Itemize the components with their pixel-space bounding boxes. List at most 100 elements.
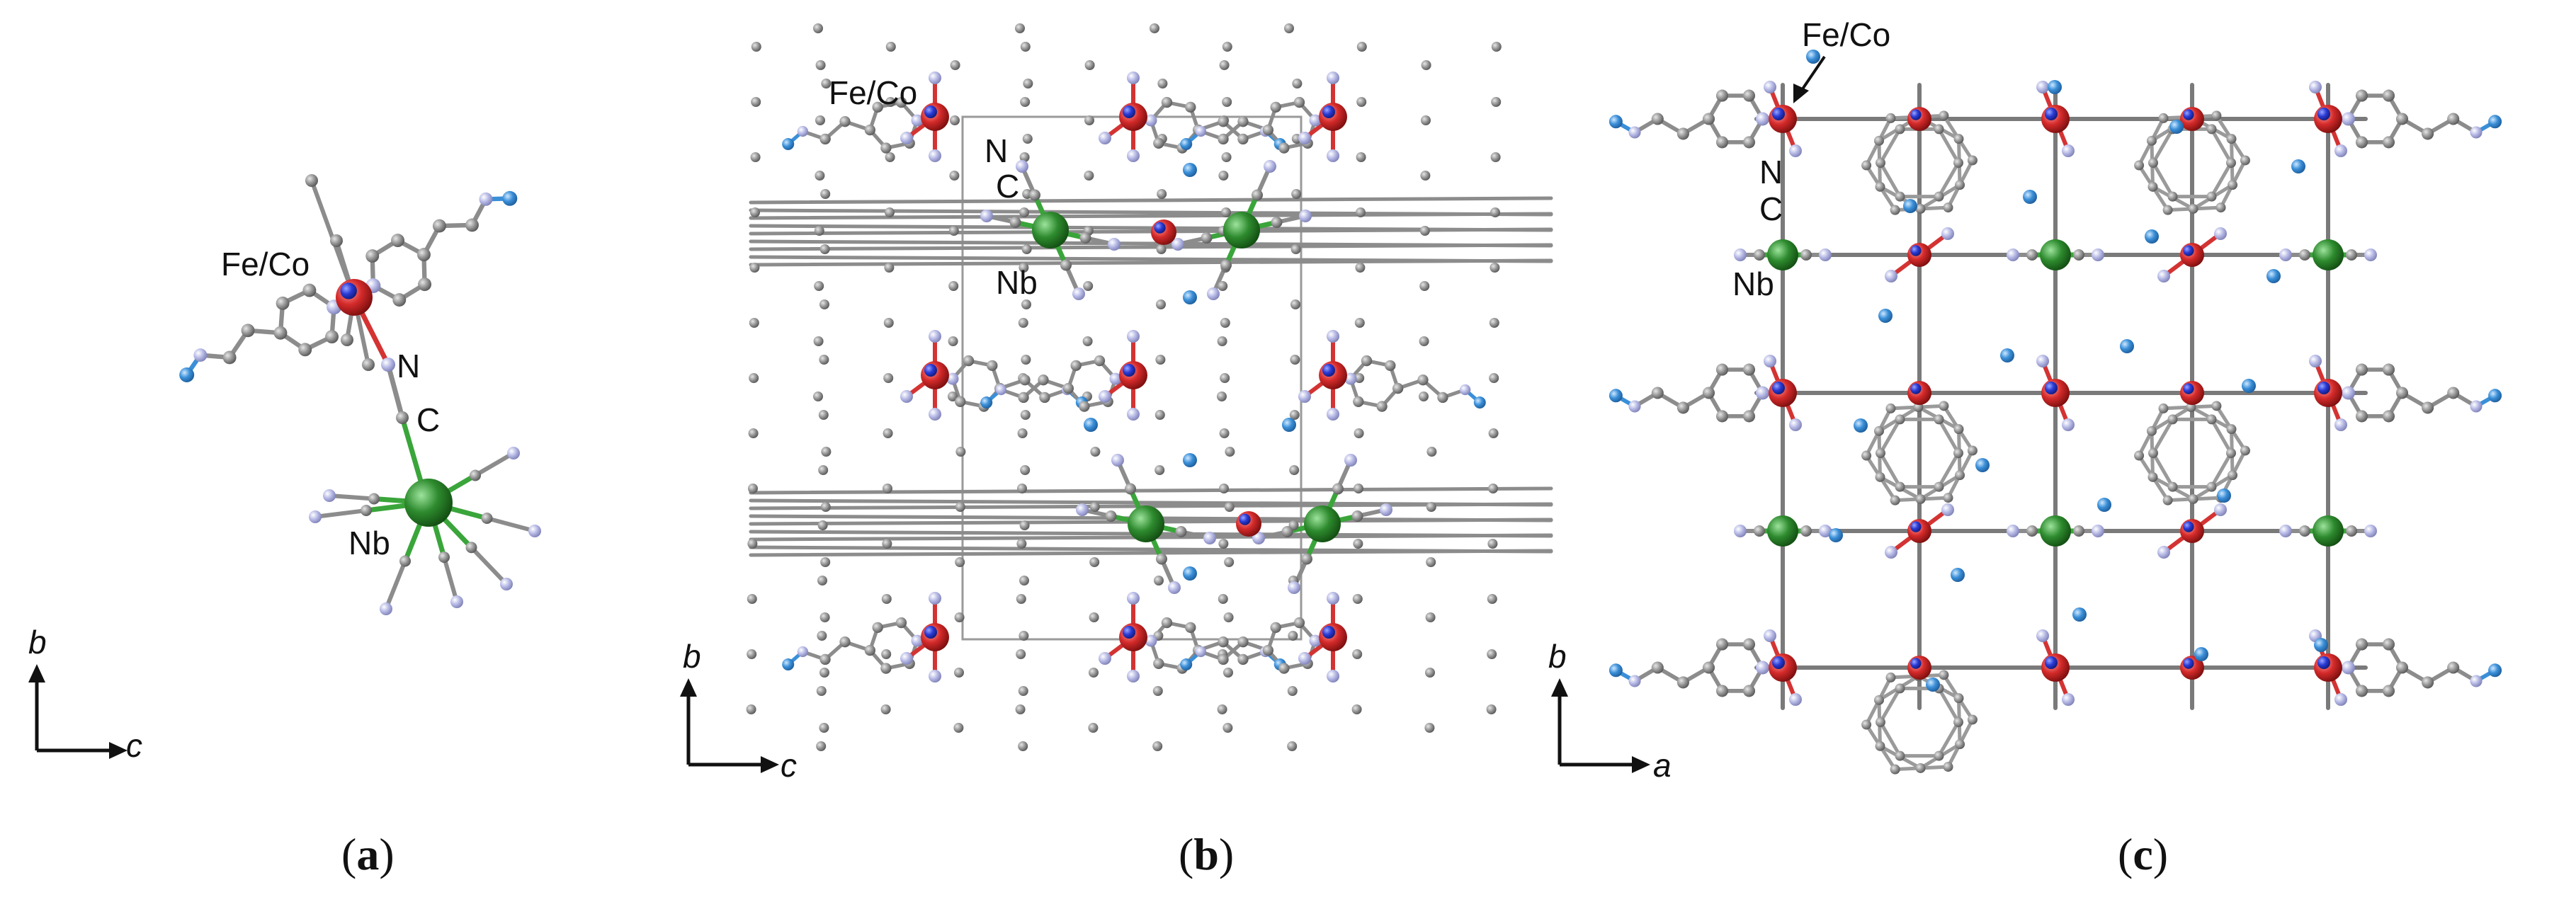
carbon-atom (1354, 373, 1365, 383)
carbon-atom (396, 411, 409, 424)
carbon-atom (1651, 113, 1664, 125)
carbon-atom (1421, 60, 1431, 70)
carbon-atom (330, 234, 343, 247)
carbon-atom (1875, 472, 1885, 482)
fe-co-atom-overlay (1123, 626, 1135, 639)
carbon-atom (2447, 661, 2460, 674)
fe-co-atom (1319, 623, 1347, 651)
carbon-atom (1876, 158, 1885, 168)
bond (1878, 720, 1902, 758)
carbon-atom (953, 723, 964, 733)
nitrogen-atom (2334, 693, 2347, 706)
carbon-atom (1943, 493, 1953, 503)
carbon-atom (885, 97, 896, 107)
nitrogen-atom (1327, 149, 1339, 162)
carbon-atom (1939, 670, 1949, 680)
fe-co-atom-overlay (1910, 383, 1922, 394)
nitrogen-atom (2309, 81, 2322, 93)
carbon-atom (2073, 249, 2084, 261)
carbon-atom (955, 502, 965, 512)
carbon-atom (2226, 134, 2237, 144)
nitrogen-atom (1327, 330, 1339, 343)
terminal-nitrogen-atom (782, 658, 795, 671)
carbon-atom (2158, 113, 2169, 123)
carbon-atom (1089, 612, 1099, 622)
carbon-atom (955, 447, 966, 457)
carbon-atom (1221, 152, 1232, 162)
nitrogen-atom (1734, 249, 1747, 261)
nitrogen-atom (1127, 592, 1140, 605)
bond (2151, 127, 2174, 165)
fe-co-atom-overlay (924, 105, 937, 118)
carbon-atom (987, 360, 998, 371)
carbon-atom (1157, 79, 1168, 88)
carbon-atom (2346, 525, 2357, 537)
carbon-atom (1237, 133, 1249, 145)
nitrogen-atom (1327, 670, 1339, 682)
carbon-atom (1218, 116, 1229, 127)
terminal-nitrogen-atom (1608, 663, 1623, 678)
label-n: N (1759, 154, 1783, 190)
bond (749, 212, 1553, 220)
axis-label-vertical: b (1548, 638, 1567, 675)
carbon-atom (1022, 134, 1033, 144)
carbon-atom (1020, 97, 1031, 107)
carbon-atom (1353, 539, 1363, 549)
carbon-atom (1009, 217, 1021, 228)
carbon-atom (1875, 741, 1885, 751)
fe-co-atom (1151, 219, 1176, 245)
carbon-atom (1219, 484, 1229, 493)
carbon-atom (750, 207, 760, 217)
nb-atom (1304, 505, 1341, 542)
fe-co-atom-overlay (1322, 626, 1335, 639)
carbon-atom (1890, 205, 1900, 215)
carbon-atom (1288, 631, 1298, 641)
nitrogen-atom (900, 652, 913, 665)
carbon-atom (1017, 428, 1028, 438)
carbon-atom (1154, 576, 1164, 585)
carbon-atom (1425, 612, 1436, 622)
carbon-atom (1487, 649, 1497, 659)
carbon-atom (1220, 373, 1230, 383)
carbon-atom (881, 594, 892, 604)
carbon-atom (2226, 158, 2236, 168)
carbon-atom (1020, 465, 1031, 475)
carbon-atom (885, 42, 896, 52)
carbon-atom (1220, 318, 1230, 328)
carbon-atom (470, 469, 481, 481)
nb-atom (1032, 212, 1069, 249)
carbon-atom (1018, 392, 1029, 404)
nitrogen-atom (2364, 525, 2377, 537)
carbon-atom (1487, 539, 1498, 549)
nitrogen-atom (1203, 532, 1216, 544)
carbon-atom (1424, 723, 1435, 733)
carbon-atom (2299, 525, 2310, 537)
carbon-atom (1223, 668, 1233, 678)
fe-co-atom-overlay (1772, 382, 1785, 394)
nitrogen-atom (381, 358, 395, 372)
carbon-atom (1967, 445, 1978, 456)
carbon-atom (1237, 116, 1249, 127)
carbon-atom (1287, 741, 1298, 751)
fe-co-atom (2314, 653, 2342, 682)
label-fe-co: Fe/Co (829, 74, 918, 111)
label-n: N (397, 348, 421, 384)
nitrogen-atom (1076, 503, 1089, 516)
carbon-atom (1150, 23, 1159, 33)
terminal-nitrogen-atom (2023, 190, 2037, 204)
carbon-atom (819, 244, 830, 254)
nitrogen-atom (797, 646, 809, 658)
carbon-atom (814, 281, 824, 291)
carbon-atom (1715, 410, 1729, 423)
fe-co-atom (1319, 103, 1347, 131)
carbon-atom (1934, 191, 1944, 202)
carbon-atom (1421, 115, 1431, 125)
label-c: C (996, 168, 1020, 205)
terminal-nitrogen-atom (2048, 80, 2062, 94)
nitrogen-atom (2062, 144, 2075, 157)
carbon-atom (1352, 594, 1363, 604)
nitrogen-atom (2309, 355, 2322, 367)
carbon-atom (1915, 203, 1926, 214)
bond (313, 508, 368, 519)
bond (1937, 686, 1961, 724)
